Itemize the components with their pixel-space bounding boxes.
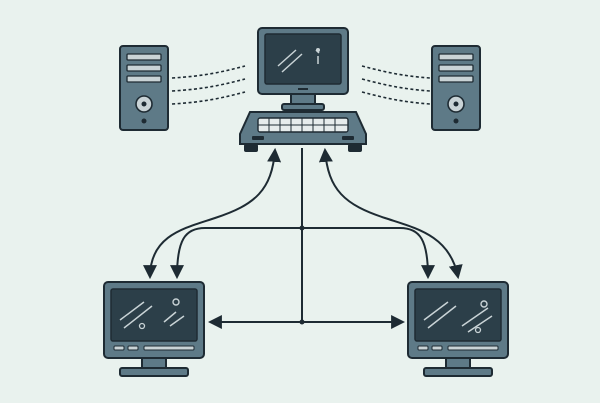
wireless-line-right: [361, 78, 431, 92]
connection-hub-to-client-right-outer: [318, 147, 463, 280]
keyboard-hub-icon: [239, 111, 367, 152]
junction-dot: [299, 319, 305, 325]
client-monitor-icon: [103, 281, 205, 377]
junction-dot: [299, 225, 305, 231]
connection-hub-to-client-right-inner: [302, 227, 435, 280]
wireless-line-right: [361, 91, 431, 105]
client-monitor-icon: [407, 281, 509, 377]
connection-hub-to-client-left-outer: [143, 147, 282, 280]
server-tower-icon: [431, 45, 481, 131]
wireless-line-left: [171, 91, 246, 105]
connection-hub-to-client-left-inner: [170, 227, 302, 280]
connections: [143, 147, 463, 329]
wireless-line-right: [361, 65, 431, 79]
wireless-line-left: [171, 78, 246, 92]
wireless-links: [171, 65, 431, 105]
central-monitor-icon: [257, 27, 349, 111]
server-tower-icon: [119, 45, 169, 131]
wireless-line-left: [171, 65, 246, 79]
